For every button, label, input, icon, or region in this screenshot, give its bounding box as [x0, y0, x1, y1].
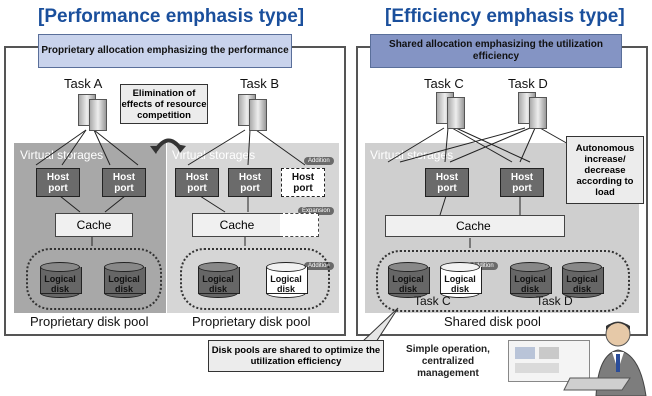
host-port: Host port [425, 168, 469, 197]
pool-label-shared: Shared disk pool [444, 314, 541, 329]
logical-disk-added: Logical disk [266, 262, 308, 298]
banner-shared: Shared allocation emphasizing the utiliz… [370, 34, 622, 68]
logical-disk: Logical disk [104, 262, 146, 298]
host-port: Host port [102, 168, 146, 197]
pool-label-middle: Proprietary disk pool [192, 314, 311, 329]
administrator-person-icon [563, 321, 647, 396]
title-efficiency: [Efficiency emphasis type] [385, 6, 625, 27]
disk-pool-left [26, 248, 162, 310]
callout-autonomous: Autonomous increase/ decrease according … [566, 136, 644, 204]
host-port: Host port [175, 168, 219, 197]
task-b-label: Task B [240, 76, 280, 91]
addition-badge: Addition [304, 157, 334, 165]
task-c-disk-label: Task C [414, 294, 451, 308]
pool-label-left: Proprietary disk pool [30, 314, 149, 329]
logical-disk: Logical disk [198, 262, 240, 298]
host-port: Host port [500, 168, 544, 197]
banner-proprietary: Proprietary allocation emphasizing the p… [38, 34, 292, 68]
virtual-storages-label: Virtual storages [20, 148, 104, 162]
task-d-label: Task D [508, 76, 548, 91]
monitor-icon [508, 340, 590, 382]
host-port: Host port [228, 168, 272, 197]
cache-shared: Cache [385, 215, 565, 237]
disk-pool-shared [376, 250, 630, 312]
logical-disk: Logical disk [562, 262, 604, 298]
virtual-storages-label: Virtual storages [370, 148, 454, 162]
host-port-added: Host port [281, 168, 325, 197]
server-icon [436, 92, 465, 129]
server-icon [518, 92, 547, 129]
task-a-label: Task A [64, 76, 103, 91]
addition-badge: Addition [468, 262, 498, 270]
logical-disk: Logical disk [40, 262, 82, 298]
host-port: Host port [36, 168, 80, 197]
logical-disk: Logical disk [510, 262, 552, 298]
server-icon [238, 94, 267, 131]
virtual-storages-label: Virtual storages [172, 148, 256, 162]
cache-middle: Cache [192, 213, 282, 237]
task-d-disk-label: Task D [536, 294, 573, 308]
callout-elimination: Elimination of effects of resource compe… [120, 84, 208, 124]
task-c-label: Task C [424, 76, 464, 91]
logical-disk: Logical disk [388, 262, 430, 298]
disk-pool-middle [180, 248, 330, 310]
expansion-badge: Expansion [298, 207, 335, 215]
server-icon [78, 94, 107, 131]
title-performance: [Performance emphasis type] [38, 6, 305, 27]
cache-expansion-area [280, 213, 319, 237]
logical-disk-added: Logical disk [440, 262, 482, 298]
callout-shared-pools: Disk pools are shared to optimize the ut… [208, 340, 384, 372]
simple-operation-text: Simple operation, centralized management [406, 344, 490, 379]
cache-left: Cache [55, 213, 133, 237]
